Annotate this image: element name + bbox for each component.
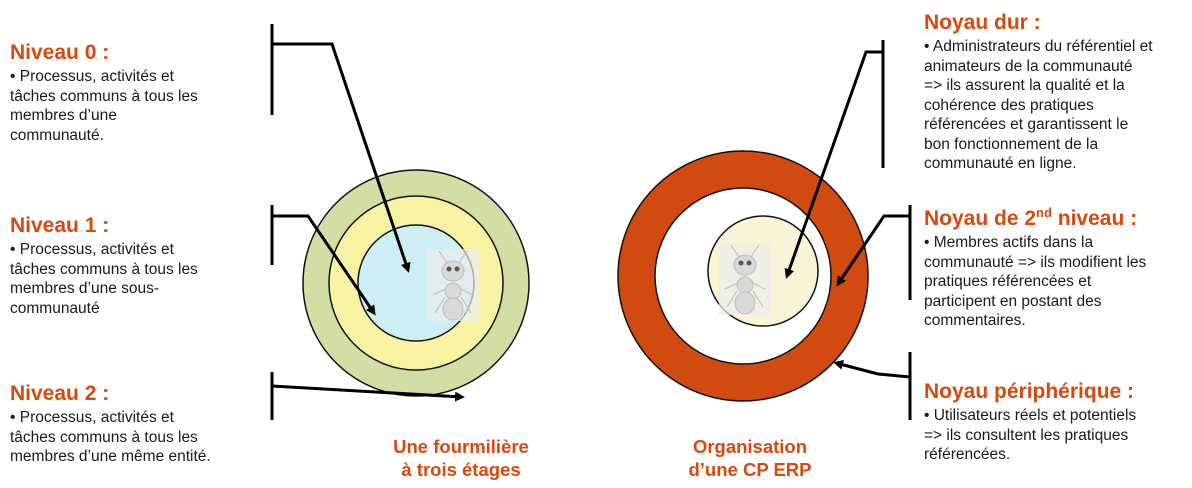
- noyau-2nd-title: Noyau de 2nd niveau :: [924, 206, 1146, 232]
- noyau-dur-block: Noyau dur : • Administrateurs du référen…: [924, 10, 1153, 174]
- noyau-dur-line: cohérence des pratiques: [924, 96, 1094, 114]
- noyau-peripherique-line: • Utilisateurs réels et potentiels: [924, 407, 1137, 424]
- arrow-noyau-dur: [784, 50, 883, 279]
- niveau-0-title: Niveau 0 :: [10, 41, 110, 64]
- noyau-2nd-line: participent en postant des: [924, 292, 1102, 310]
- niveau-1-block: Niveau 1 : • Processus, activités et tâc…: [10, 213, 198, 318]
- niveau-2-block: Niveau 2 : • Processus, activités et tâc…: [10, 381, 211, 467]
- noyau-peripherique-title: Noyau périphérique :: [924, 379, 1136, 405]
- ant-icon: [719, 243, 771, 315]
- noyau-dur-line: animateurs de la communauté: [924, 57, 1133, 75]
- arrow-noyau-2nd: [836, 214, 910, 287]
- niveau-0-line: tâches communs à tous les: [10, 87, 198, 105]
- noyau-dur-line: référencées et garantissent le: [924, 116, 1129, 133]
- niveau-1-line: communauté: [10, 299, 100, 317]
- niveau-1-line: membres d’une sous-: [10, 280, 160, 297]
- niveau-2-description: • Processus, activités et tâches communs…: [10, 408, 211, 467]
- noyau-peripherique-line: => ils consultent les pratiques: [924, 426, 1129, 444]
- noyau-dur-line: bon fonctionnement de la: [924, 135, 1099, 153]
- right-diagram-caption: Organisation d’une CP ERP: [660, 435, 840, 481]
- niveau-2-title: Niveau 2 :: [10, 382, 110, 405]
- niveau-1-line: • Processus, activités et: [10, 241, 174, 258]
- ant-icon: [427, 249, 479, 321]
- noyau-peripherique-title-text: Noyau périphérique: [924, 380, 1122, 403]
- right-caption-line: d’une CP ERP: [688, 459, 812, 480]
- noyau-2nd-line: pratiques référencées et: [924, 273, 1092, 290]
- niveau-0-line: membres d’une: [10, 107, 117, 124]
- left-caption-line: Une fourmilière: [393, 436, 529, 457]
- noyau-2nd-line: communauté => ils modifient les: [924, 253, 1147, 271]
- noyau-dur-line: => ils assurent la qualité et la: [924, 77, 1125, 94]
- noyau-dur-line: communauté en ligne.: [924, 155, 1077, 172]
- arrow-niveau-1: [272, 214, 376, 316]
- noyau-2nd-block: Noyau de 2nd niveau : • Membres actifs d…: [924, 206, 1146, 331]
- noyau-dur-title: Noyau dur :: [924, 10, 1153, 36]
- noyau-dur-line: • Administrateurs du référentiel et: [924, 38, 1153, 55]
- noyau-2nd-description: • Membres actifs dans la communauté => i…: [924, 233, 1146, 331]
- noyau-dur-description: • Administrateurs du référentiel et anim…: [924, 37, 1153, 174]
- left-diagram-caption: Une fourmilière à trois étages: [356, 435, 566, 481]
- left-caption-line: à trois étages: [401, 459, 521, 480]
- niveau-0-line: communauté.: [10, 126, 104, 144]
- right-caption-line: Organisation: [692, 436, 808, 457]
- niveau-1-line: tâches communs à tous les: [10, 260, 198, 278]
- niveau-0-description: • Processus, activités et tâches communs…: [10, 67, 198, 145]
- noyau-2nd-title-suffix: niveau :: [1051, 207, 1138, 230]
- noyau-2nd-line: • Membres actifs dans la: [924, 234, 1094, 251]
- arrow-niveau-2: [271, 384, 465, 402]
- niveau-0-block: Niveau 0 : • Processus, activités et tâc…: [10, 40, 198, 145]
- noyau-peripherique-title-suffix: :: [1121, 380, 1135, 403]
- niveau-0-line: • Processus, activités et: [10, 68, 174, 85]
- noyau-2nd-line: commentaires.: [924, 312, 1026, 329]
- noyau-peripherique-block: Noyau périphérique : • Utilisateurs réel…: [924, 379, 1136, 465]
- niveau-2-line: • Processus, activités et: [10, 409, 174, 426]
- niveau-2-line: membres d’une même entité.: [10, 448, 211, 465]
- noyau-2nd-title-sup: nd: [1036, 205, 1052, 220]
- arrow-niveau-0: [272, 42, 411, 273]
- noyau-peripherique-line: référencées.: [924, 446, 1011, 463]
- niveau-1-description: • Processus, activités et tâches communs…: [10, 240, 198, 318]
- noyau-2nd-title-text: Noyau de 2: [924, 207, 1037, 230]
- noyau-dur-title-suffix: :: [1027, 11, 1041, 34]
- niveau-1-title: Niveau 1 :: [10, 214, 110, 237]
- noyau-dur-title-text: Noyau dur: [924, 11, 1028, 34]
- niveau-2-line: tâches communs à tous les: [10, 428, 198, 446]
- arrow-noyau-peripherique: [833, 359, 911, 379]
- noyau-peripherique-description: • Utilisateurs réels et potentiels => il…: [924, 406, 1136, 465]
